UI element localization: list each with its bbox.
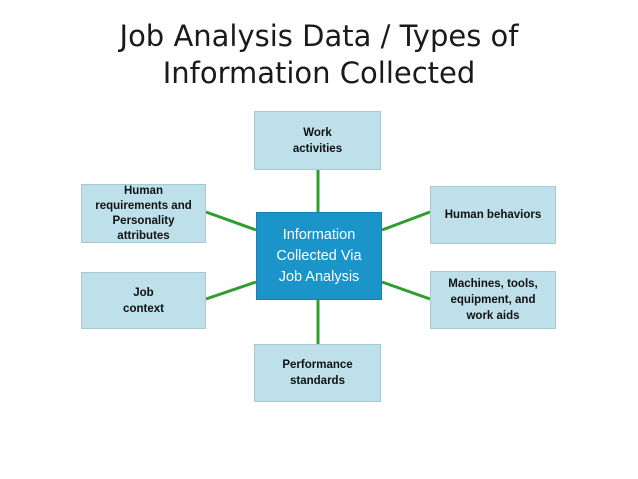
connector-human-behaviors (381, 210, 431, 232)
node-performance-standards-label: Performance standards (282, 359, 353, 387)
node-performance-standards: Performance standards (254, 344, 381, 402)
connector-job-context (205, 280, 257, 301)
node-human-behaviors-label: Human behaviors (444, 209, 542, 221)
node-human-requirements-label: Human requirements and Personality attri… (95, 184, 192, 242)
node-center-label: Information Collected Via Job Analysis (276, 226, 362, 285)
title-line-2: Information Collected (162, 56, 476, 90)
node-work-activities: Work activities (254, 111, 381, 170)
node-work-activities-label: Work activities (292, 126, 343, 155)
connector-machines-tools (381, 280, 431, 301)
node-machines-tools: Machines, tools, equipment, and work aid… (430, 271, 556, 329)
node-human-requirements: Human requirements and Personality attri… (81, 184, 206, 243)
node-job-context: Job context (81, 272, 206, 329)
node-center-information: Information Collected Via Job Analysis (256, 212, 382, 300)
node-human-behaviors: Human behaviors (430, 186, 556, 244)
title-line-1: Job Analysis Data / Types of (119, 19, 519, 53)
node-machines-tools-label: Machines, tools, equipment, and work aid… (448, 278, 538, 322)
connector-human-requirements (205, 210, 257, 232)
node-job-context-label: Job context (123, 286, 164, 315)
slide-title: Job Analysis Data / Types of Information… (0, 18, 638, 92)
